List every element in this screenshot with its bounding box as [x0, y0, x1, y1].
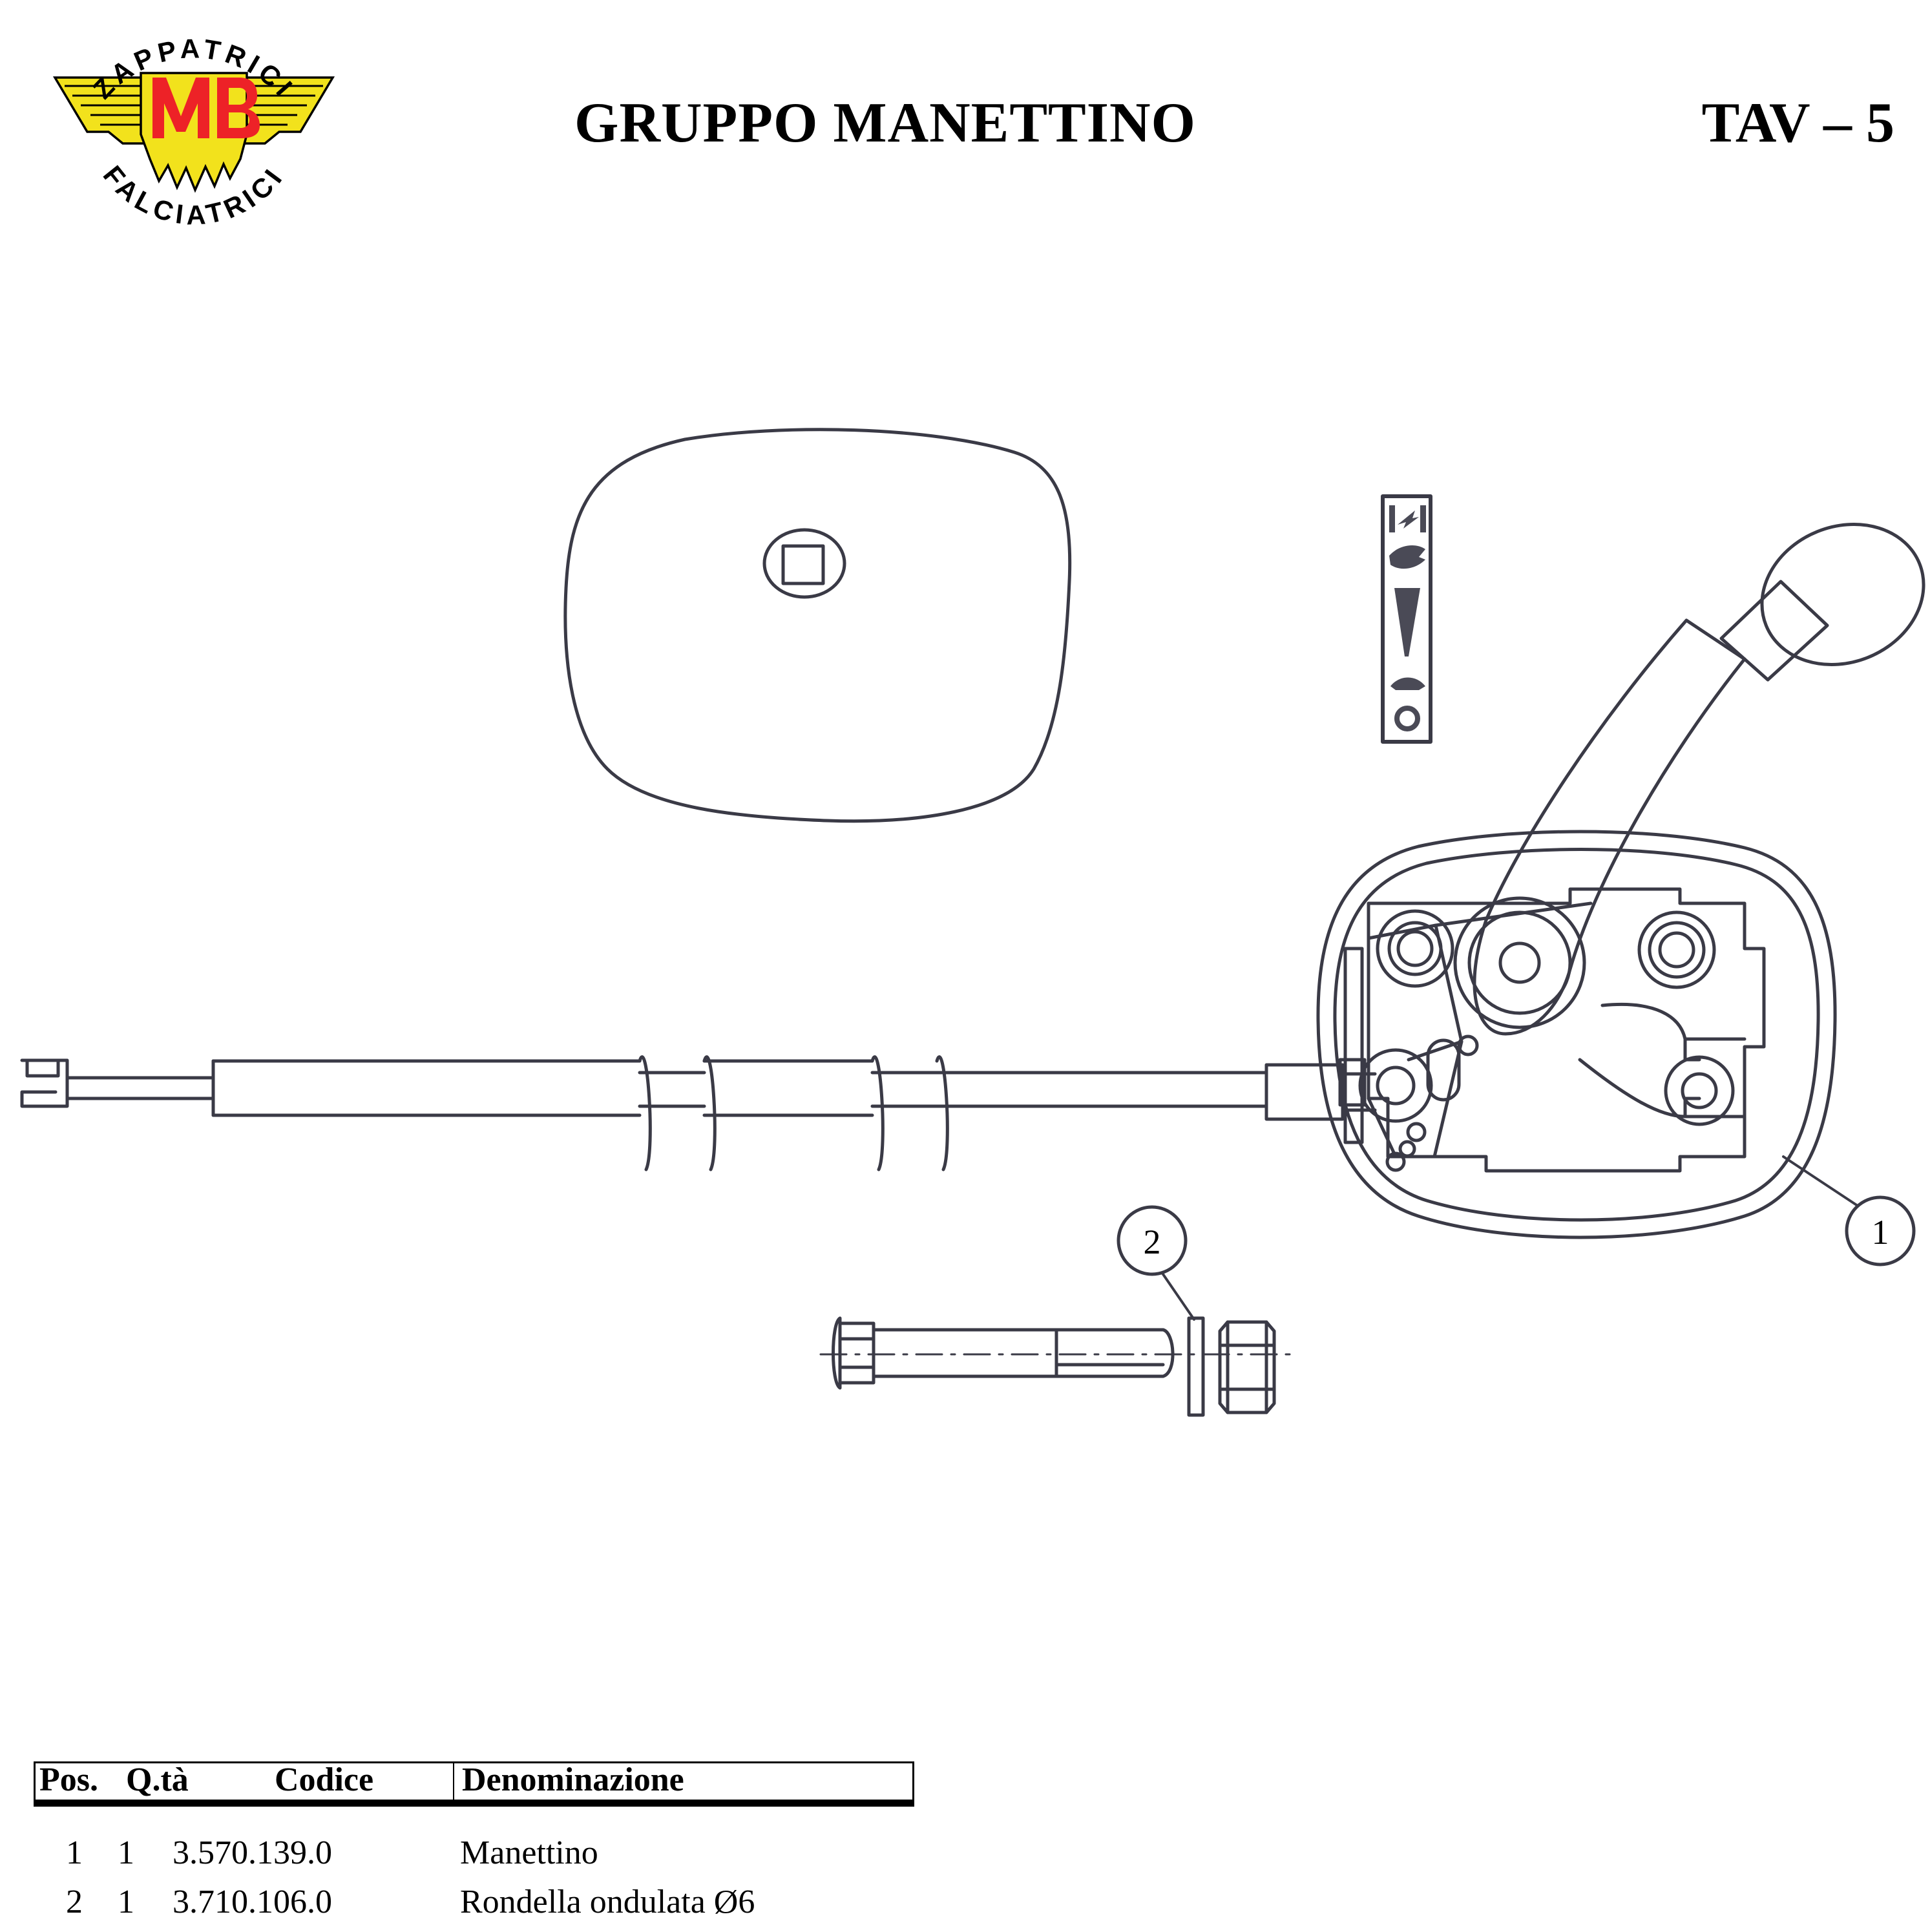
parts-list-table: Pos. Q.tà Codice Denominazione 1 1 3.570… [34, 1761, 914, 1932]
column-header-codice: Codice [275, 1761, 374, 1798]
callout-leader-1 [1782, 1155, 1861, 1208]
table-number-label: TAV – 5 [1701, 92, 1894, 154]
page-header: ZAPPATRICI FALCIATRICI GRUPPO MANETTINO … [0, 0, 1930, 258]
column-header-qta: Q.tà [126, 1761, 189, 1798]
bolt-part [832, 1316, 1175, 1390]
callout-balloon-1: 1 [1845, 1195, 1916, 1266]
header-column-divider [453, 1763, 454, 1800]
lever-knob-part [1473, 522, 1925, 1036]
callout-balloon-2: 2 [1117, 1205, 1188, 1276]
knob-ball [1760, 522, 1925, 667]
callout-leader-2 [1162, 1273, 1195, 1321]
table-row: 2 1 3.710.106.0 Rondella ondulata Ø6 [34, 1883, 914, 1932]
cell-pos: 2 [66, 1884, 83, 1920]
wave-washer-part [1187, 1316, 1205, 1417]
hex-nut-part [1218, 1320, 1276, 1414]
logo-graphic: ZAPPATRICI FALCIATRICI [52, 33, 335, 231]
control-cable-part [20, 1055, 1377, 1171]
cover-plate-part [563, 428, 1072, 823]
callout-label-2: 2 [1144, 1223, 1161, 1261]
cell-pos: 1 [66, 1834, 83, 1871]
cell-denominazione: Rondella ondulata Ø6 [460, 1884, 755, 1920]
column-header-denominazione: Denominazione [462, 1761, 684, 1798]
callout-label-1: 1 [1872, 1213, 1889, 1252]
cover-plate-boss [762, 528, 846, 599]
cell-codice: 3.570.139.0 [173, 1834, 332, 1871]
page-title: GRUPPO MANETTINO [574, 92, 1196, 154]
decal-symbols [1389, 505, 1426, 731]
cell-qta: 1 [118, 1834, 134, 1871]
column-header-pos: Pos. [39, 1761, 98, 1798]
cell-qta: 1 [118, 1884, 134, 1920]
exploded-parts-drawing: 1 2 [20, 428, 1925, 1417]
table-row: 1 1 3.570.139.0 Manettino [34, 1834, 914, 1883]
cell-codice: 3.710.106.0 [173, 1884, 332, 1920]
mb-brand-logo: ZAPPATRICI FALCIATRICI [26, 5, 362, 264]
cell-denominazione: Manettino [460, 1834, 598, 1871]
cover-plate-square-hole [781, 544, 825, 585]
decal-strip-part [1381, 494, 1432, 744]
parts-table-header: Pos. Q.tà Codice Denominazione [34, 1761, 914, 1807]
knob-collar [1719, 580, 1829, 682]
lever-housing-part [1316, 830, 1837, 1239]
parts-table-body: 1 1 3.570.139.0 Manettino 2 1 3.710.106.… [34, 1834, 914, 1932]
